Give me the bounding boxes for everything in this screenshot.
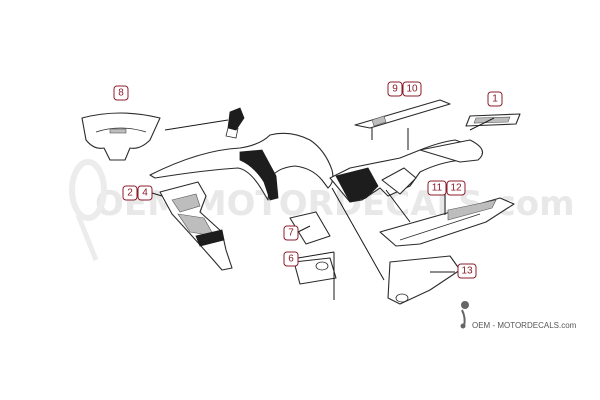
callout-2-label: 2 bbox=[127, 188, 133, 199]
callout-12[interactable]: 12 bbox=[446, 180, 466, 196]
callout-10[interactable]: 10 bbox=[402, 81, 422, 97]
fork-guard-decal bbox=[225, 107, 245, 139]
radiator-shroud bbox=[159, 181, 233, 271]
lower-side-panel bbox=[387, 255, 461, 305]
front-number-plate bbox=[81, 112, 161, 161]
callout-2[interactable]: 2 bbox=[122, 185, 138, 201]
callout-13[interactable]: 13 bbox=[457, 263, 477, 279]
callout-12-label: 12 bbox=[450, 183, 462, 194]
callout-7[interactable]: 7 bbox=[283, 225, 299, 241]
fork-decal bbox=[289, 211, 331, 245]
rear-fender bbox=[419, 139, 484, 163]
callout-13-label: 13 bbox=[461, 266, 473, 277]
side-panel-main bbox=[329, 139, 471, 203]
rider-silhouette-icon bbox=[460, 301, 469, 329]
seat-stripe-decal bbox=[354, 99, 451, 129]
callout-9[interactable]: 9 bbox=[387, 81, 403, 97]
callout-11-label: 11 bbox=[432, 183, 443, 194]
logo-decal bbox=[465, 113, 521, 127]
callout-9-label: 9 bbox=[392, 84, 398, 95]
callout-1-label: 1 bbox=[492, 94, 498, 105]
callout-6[interactable]: 6 bbox=[283, 251, 299, 267]
callout-8-label: 8 bbox=[118, 88, 124, 99]
callout-4[interactable]: 4 bbox=[137, 185, 153, 201]
swingarm-decal bbox=[293, 257, 337, 285]
watermark-rider-icon bbox=[69, 159, 107, 261]
callout-4-label: 4 bbox=[142, 188, 148, 199]
callout-1[interactable]: 1 bbox=[487, 91, 503, 107]
callout-7-label: 7 bbox=[288, 228, 294, 239]
brand-logo-text: OEM - MOTORDECALS.com bbox=[472, 321, 577, 330]
front-shroud bbox=[149, 132, 334, 201]
callout-10-label: 10 bbox=[406, 84, 418, 95]
leader-lines bbox=[151, 117, 495, 300]
side-panel-decal bbox=[379, 197, 515, 247]
callout-8[interactable]: 8 bbox=[113, 85, 129, 101]
callout-11[interactable]: 11 bbox=[427, 180, 447, 196]
callout-6-label: 6 bbox=[288, 254, 294, 265]
brand-logo: OEM - MOTORDECALS.com bbox=[460, 301, 577, 330]
